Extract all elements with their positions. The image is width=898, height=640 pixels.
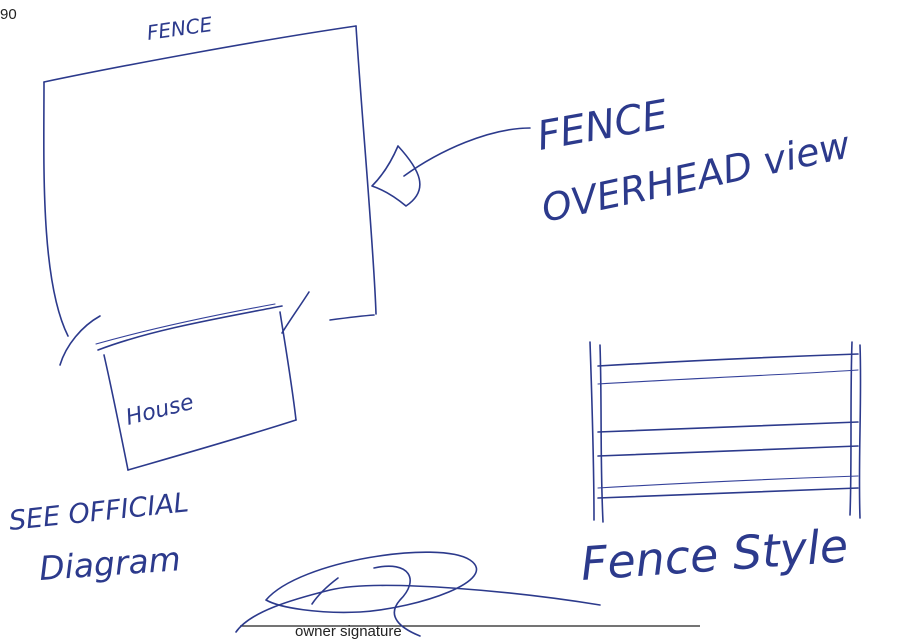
rail-2 xyxy=(597,369,859,385)
house-sketch xyxy=(95,303,297,471)
house-label: House xyxy=(123,390,196,431)
fence-right-return xyxy=(329,314,375,321)
signature-sweep xyxy=(235,584,601,633)
fence-style-sketch xyxy=(589,341,862,523)
house-bottom-wall xyxy=(127,419,297,471)
signature-loop-2 xyxy=(373,565,421,637)
left-post-2 xyxy=(599,344,604,523)
rail-5 xyxy=(597,475,859,489)
fence-top-line xyxy=(43,25,357,83)
signature-label: owner signature xyxy=(295,623,402,640)
arrow-head xyxy=(371,145,421,207)
rail-1 xyxy=(597,353,859,367)
right-post-2 xyxy=(858,344,862,519)
signature-scribble xyxy=(235,551,601,637)
right-post-1 xyxy=(849,341,853,516)
fence-right-line xyxy=(355,25,377,315)
notes-line-2: Diagram xyxy=(38,539,182,588)
arrow xyxy=(371,127,531,207)
arrow-shaft xyxy=(403,127,531,177)
fence-top-label: FENCE xyxy=(145,12,214,45)
signature-loop-1 xyxy=(265,551,478,614)
signature-stroke xyxy=(311,577,339,605)
left-post-1 xyxy=(589,341,595,521)
rail-4 xyxy=(597,445,859,457)
fence-right-tick xyxy=(281,291,310,334)
fence-style-caption: Fence Style xyxy=(579,518,850,591)
fence-left-return xyxy=(59,315,101,366)
notes-line-1: SEE OFFICIAL xyxy=(7,487,190,537)
page-number: 90 xyxy=(0,6,17,23)
annotation-line-1: FENCE xyxy=(534,92,672,160)
fence-left-line xyxy=(43,81,69,337)
rail-3 xyxy=(597,421,859,433)
house-right-wall xyxy=(279,311,297,421)
house-left-wall xyxy=(103,354,129,471)
rail-6 xyxy=(597,487,859,499)
house-roof-line xyxy=(97,305,283,351)
fence-outline xyxy=(43,25,377,366)
house-roof-line-2 xyxy=(95,303,276,345)
